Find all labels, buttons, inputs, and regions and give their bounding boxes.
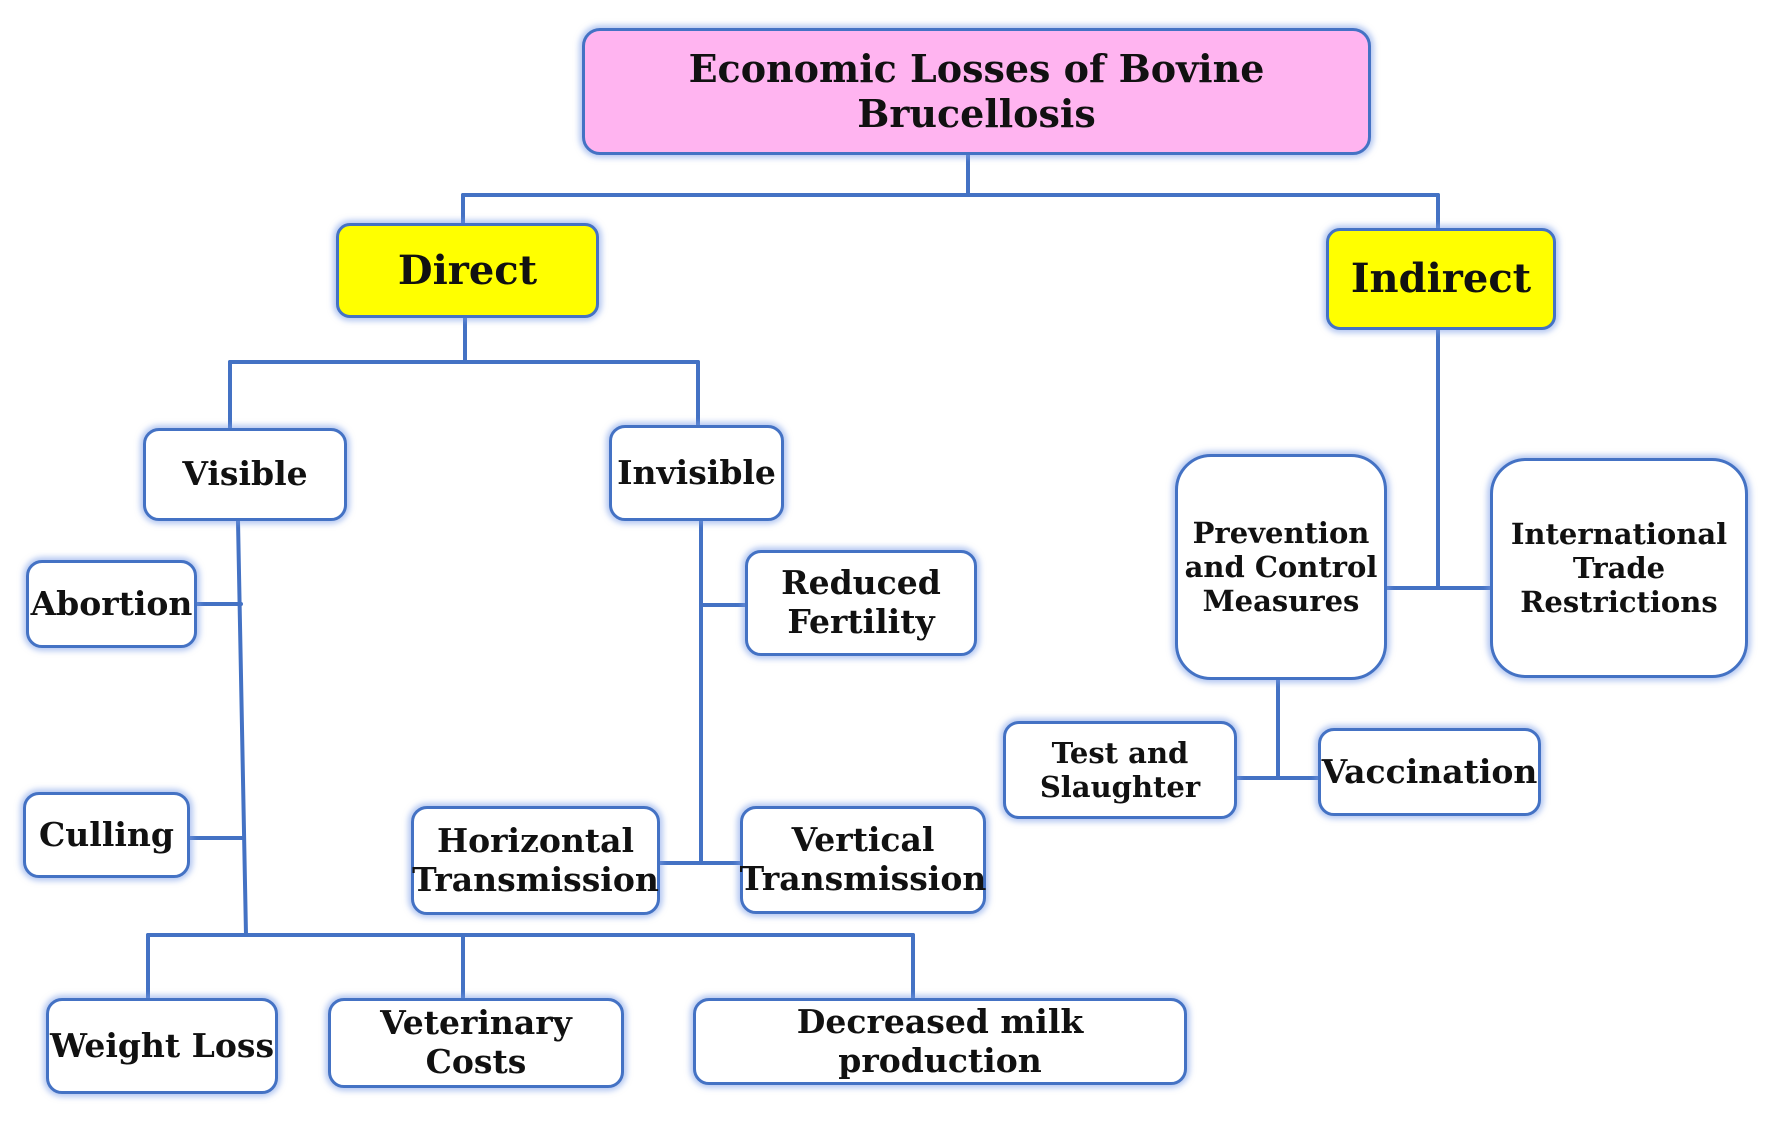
category-indirect: Indirect xyxy=(1326,228,1556,330)
box-vaccination-label: Vaccination xyxy=(1321,751,1538,791)
box-culling: Culling xyxy=(23,792,190,878)
box-abortion-label: Abortion xyxy=(30,583,193,623)
box-reduced-fertility: Reduced Fertility xyxy=(745,550,977,656)
box-prevention-control: Prevention and Control Measures xyxy=(1175,454,1387,680)
category-indirect-label: Indirect xyxy=(1350,255,1532,303)
subcategory-visible-label: Visible xyxy=(182,454,308,494)
box-vertical-transmission-label: Vertical Transmission xyxy=(739,820,987,898)
box-vertical-transmission: Vertical Transmission xyxy=(740,806,986,914)
root-title: Economic Losses of Bovine Brucellosis xyxy=(688,45,1265,136)
box-decreased-milk-production: Decreased milk production xyxy=(693,998,1187,1085)
box-abortion: Abortion xyxy=(26,560,197,648)
box-horizontal-transmission-label: Horizontal Transmission xyxy=(412,820,659,899)
box-international-trade-label: International Trade Restrictions xyxy=(1510,516,1728,620)
box-international-trade: International Trade Restrictions xyxy=(1490,458,1748,678)
root-node-title: Economic Losses of Bovine Brucellosis xyxy=(582,28,1371,155)
box-horizontal-transmission: Horizontal Transmission xyxy=(411,806,660,915)
box-weight-loss-label: Weight Loss xyxy=(49,1025,275,1065)
category-direct-label: Direct xyxy=(397,246,538,294)
box-decreased-milk-production-label: Decreased milk production xyxy=(796,1001,1084,1080)
box-prevention-control-label: Prevention and Control Measures xyxy=(1184,515,1378,619)
box-weight-loss: Weight Loss xyxy=(46,998,278,1094)
box-test-and-slaughter: Test and Slaughter xyxy=(1003,721,1237,819)
category-direct: Direct xyxy=(336,223,599,318)
subcategory-invisible: Invisible xyxy=(609,425,784,521)
box-veterinary-costs: Veterinary Costs xyxy=(328,998,624,1088)
box-veterinary-costs-label: Veterinary Costs xyxy=(380,1003,572,1081)
box-test-and-slaughter-label: Test and Slaughter xyxy=(1039,735,1201,804)
subcategory-invisible-label: Invisible xyxy=(617,452,776,492)
box-reduced-fertility-label: Reduced Fertility xyxy=(781,563,941,641)
subcategory-visible: Visible xyxy=(143,428,347,521)
connector-visible-spine xyxy=(236,519,248,937)
box-culling-label: Culling xyxy=(39,814,174,854)
box-vaccination: Vaccination xyxy=(1318,728,1541,816)
